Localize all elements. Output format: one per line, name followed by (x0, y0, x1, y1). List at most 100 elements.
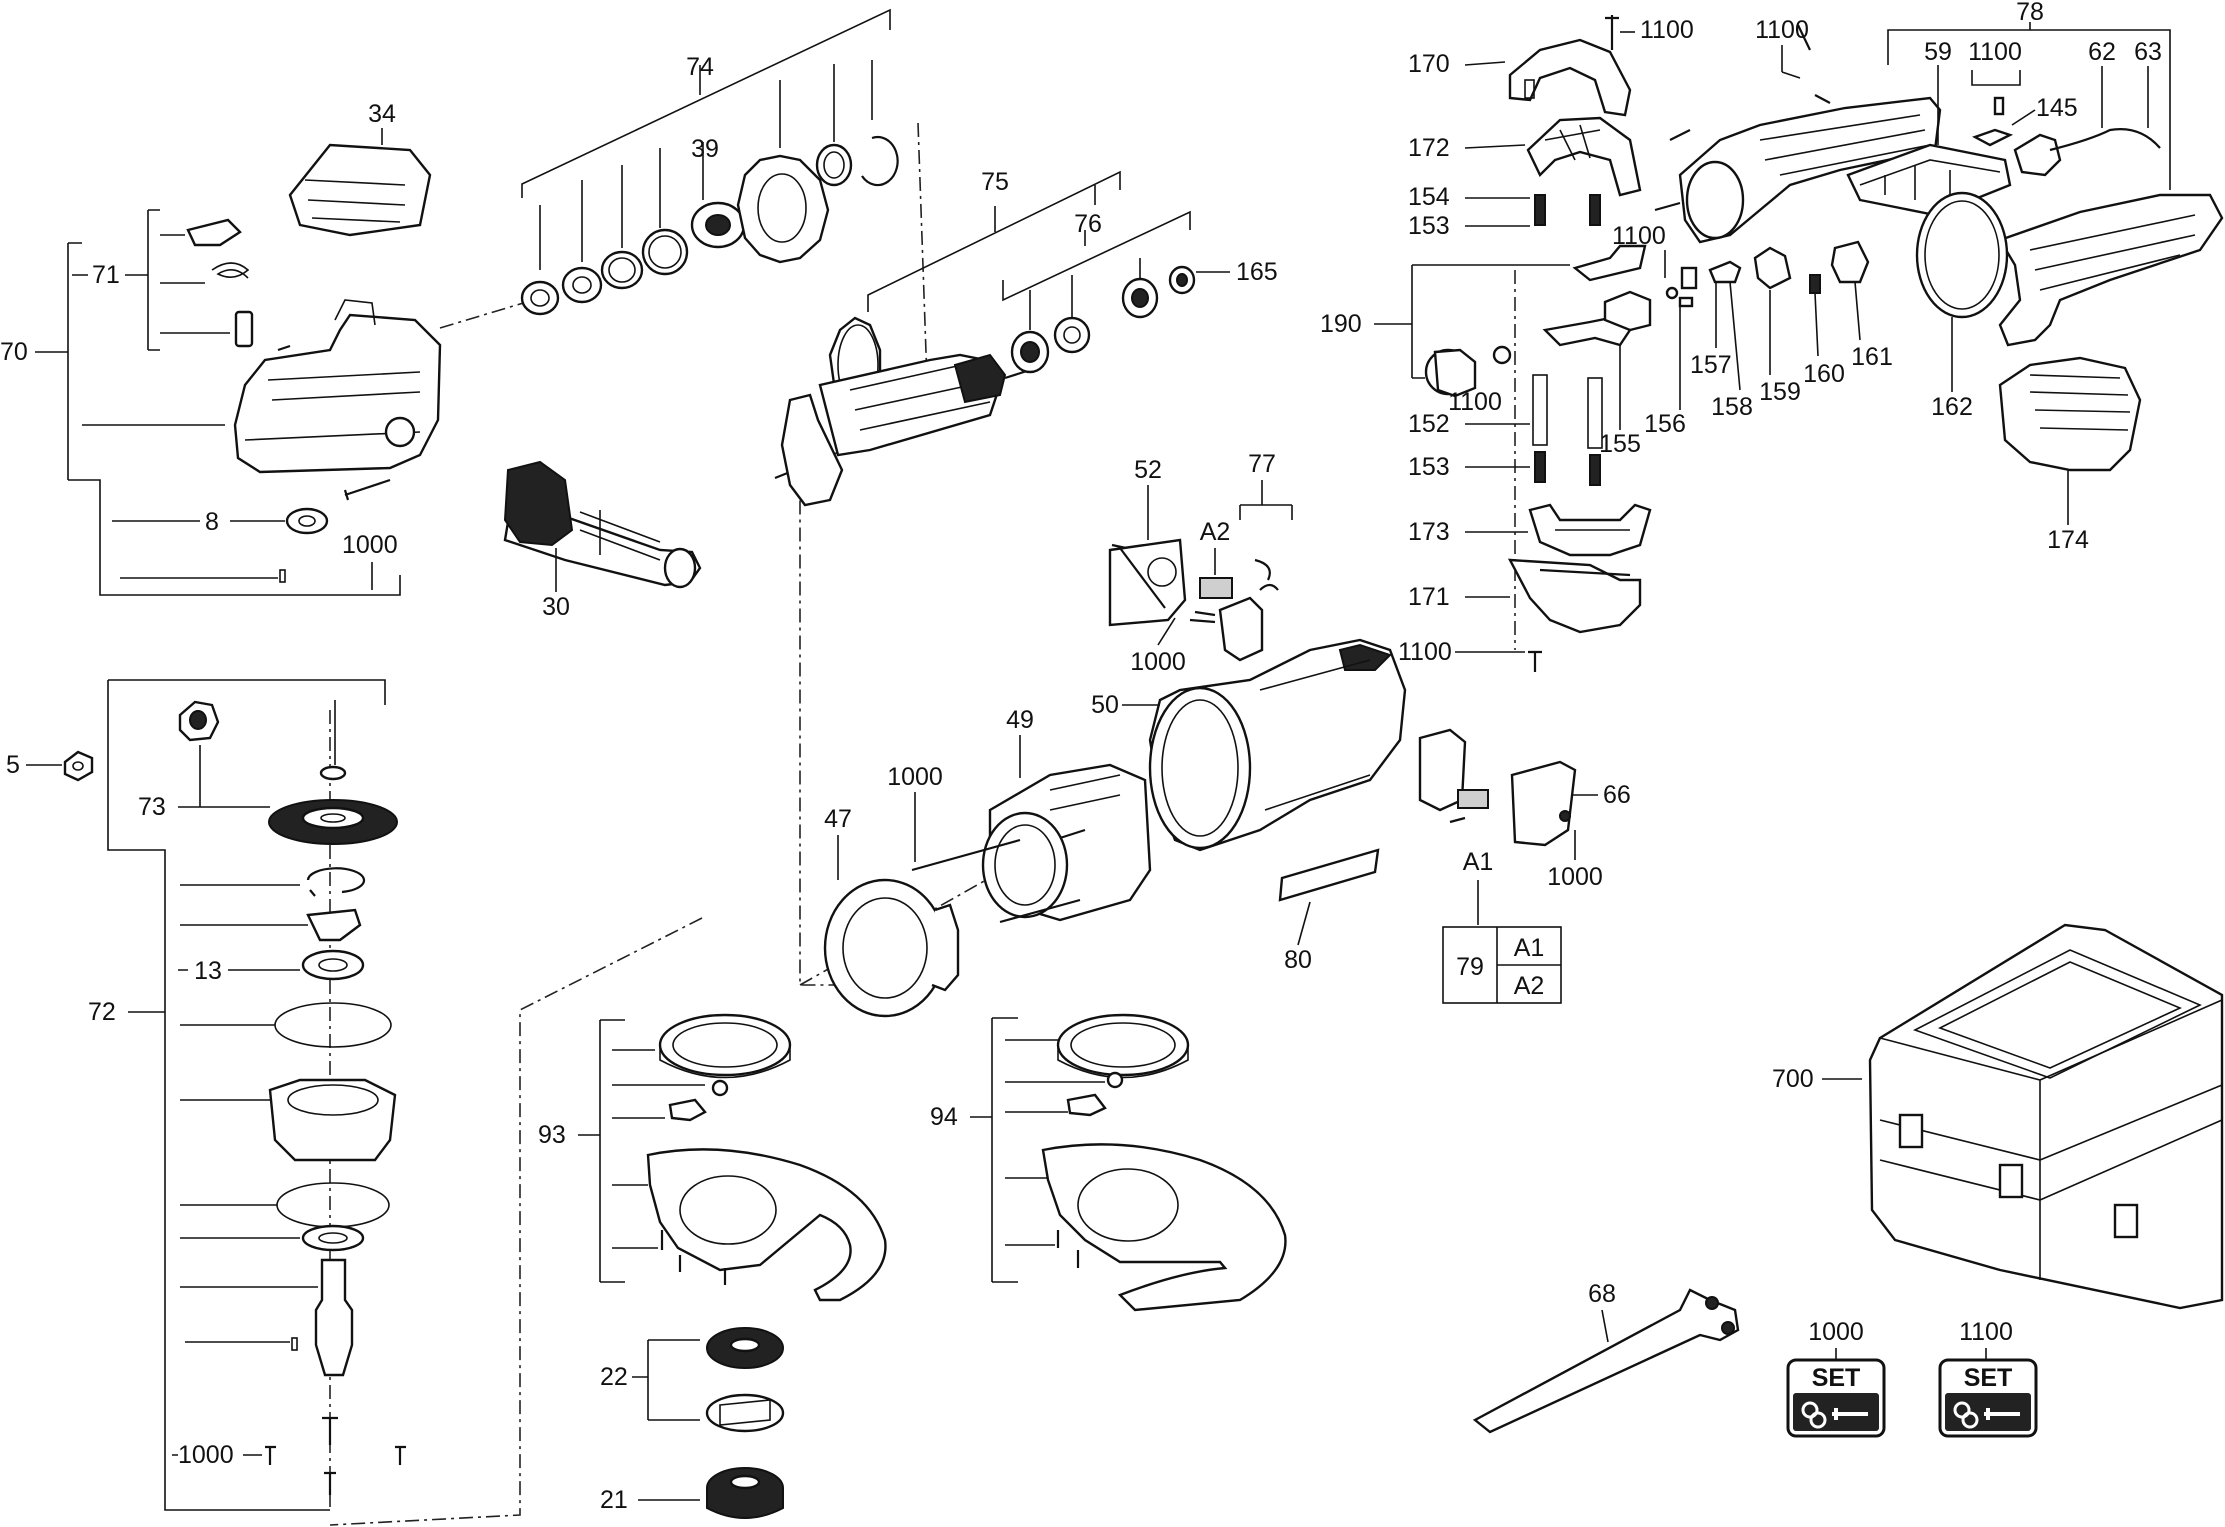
part-94-guard (1041, 1013, 1287, 1312)
part-172-cap (1526, 116, 1642, 197)
part-73-bevel-gear (268, 765, 398, 845)
label-A1: A1 (1463, 848, 1494, 876)
part-30-side-handle: 30 (503, 460, 702, 621)
label-159: 159 (1759, 378, 1801, 406)
part-70-gear-housing (233, 299, 442, 474)
part-47-baffle (823, 878, 960, 1018)
label-174: 174 (2047, 526, 2089, 554)
label-173: 173 (1408, 518, 1450, 546)
label-1100-b: 1100 (1755, 16, 1809, 44)
label-94: 94 (930, 1103, 958, 1131)
label-49: 49 (1006, 706, 1034, 734)
label-162: 162 (1931, 393, 1973, 421)
screws-1000-lower (265, 1416, 406, 1495)
callouts-22-21: 22 21 (600, 1339, 700, 1514)
part-22-flanges (705, 1327, 785, 1433)
part-75-armature (774, 316, 1031, 507)
part-79-brush-set-box: 79 A1 A2 (1442, 926, 1562, 1004)
label-8: 8 (205, 508, 219, 536)
label-1100-a: 1100 (1640, 16, 1694, 44)
label-77: 77 (1248, 450, 1276, 478)
label-161: 161 (1851, 343, 1893, 371)
part-52-brush-plate (1108, 538, 1187, 627)
part-50-motor-housing (1148, 638, 1407, 852)
label-21: 21 (600, 1486, 628, 1514)
callouts-74: 74 39 (521, 8, 891, 270)
part-21-nut (706, 1467, 784, 1519)
label-34: 34 (368, 100, 396, 128)
label-74: 74 (686, 53, 714, 81)
label-70: 70 (0, 338, 28, 366)
label-A2-box: A2 (1514, 972, 1545, 1000)
screws-1000-center (911, 618, 1216, 924)
label-700: 700 (1772, 1065, 1814, 1093)
part-62-cable-protector (2013, 128, 2161, 177)
label-5: 5 (6, 751, 20, 779)
label-13: 13 (194, 957, 222, 985)
set-1100-icon: 1100 SET (1938, 1318, 2038, 1438)
part-68-spanner: 68 (1472, 1280, 1740, 1434)
label-1100-f: 1100 (1398, 638, 1452, 666)
callouts-left-lower: 5 73 13 72 1000 (6, 679, 386, 1511)
label-145: 145 (2036, 94, 2078, 122)
label-62: 62 (2088, 38, 2116, 66)
label-152: 152 (1408, 410, 1450, 438)
label-157: 157 (1690, 351, 1732, 379)
callouts-700: 700 (1772, 1065, 1862, 1093)
label-1100-e: 1100 (1448, 388, 1502, 416)
label-1000-c: 1000 (887, 763, 943, 791)
part-66-brush-card-right (1418, 728, 1577, 847)
part-34-cover (288, 143, 432, 237)
label-1000-set: 1000 (1808, 1318, 1864, 1346)
label-1100-c: 1100 (1968, 38, 2022, 66)
label-165: 165 (1236, 258, 1278, 286)
label-73: 73 (138, 793, 166, 821)
label-71: 71 (92, 261, 120, 289)
label-190: 190 (1320, 310, 1362, 338)
part-170-cap (1508, 38, 1632, 117)
parts-155-161-switch-internals (1665, 240, 1870, 308)
screws-1000-upper (277, 344, 391, 583)
label-68: 68 (1588, 1280, 1616, 1308)
callouts-guards: 93 94 (538, 1017, 1105, 1283)
part-190-brush-group (1424, 244, 1652, 398)
label-1000-b: 1000 (1130, 648, 1186, 676)
label-154: 154 (1408, 183, 1450, 211)
parts-152-154-springs (1532, 194, 1603, 486)
part-174-grip (1998, 356, 2142, 472)
label-171: 171 (1408, 583, 1450, 611)
label-160: 160 (1803, 360, 1845, 388)
label-A1-box: A1 (1514, 934, 1545, 962)
label-170: 170 (1408, 50, 1450, 78)
label-47: 47 (824, 805, 852, 833)
part-71-switch-group (186, 218, 254, 348)
label-52: 52 (1134, 456, 1162, 484)
part-700-carry-case (1868, 923, 2224, 1310)
label-30: 30 (542, 593, 570, 621)
label-1000-a: 1000 (342, 531, 398, 559)
callouts-right-top: 170 1100 1100 78 59 1100 62 63 145 172 1… (1320, 0, 2171, 666)
part-162-ring (1915, 191, 2009, 319)
part-145-clamp (1972, 96, 2014, 147)
part-78-handle-half (1654, 94, 1942, 244)
parts-77-a2-brush-holder (1194, 558, 1279, 662)
parts-76-bearings (1010, 265, 1196, 374)
label-63: 63 (2134, 38, 2162, 66)
label-78: 78 (2016, 0, 2044, 26)
screws-1100 (1528, 15, 1811, 672)
part-5-nut (63, 750, 94, 782)
callouts-center: 52 77 A2 1000 50 49 1000 47 66 1000 A1 8… (824, 450, 1631, 974)
label-1000-e: 1000 (178, 1441, 234, 1469)
label-156: 156 (1644, 410, 1686, 438)
part-rear-handle-cover (1998, 193, 2224, 347)
label-1100-d: 1100 (1612, 222, 1666, 250)
label-93: 93 (538, 1121, 566, 1149)
set-1100-text: SET (1964, 1364, 2013, 1392)
label-66: 66 (1603, 781, 1631, 809)
label-79: 79 (1456, 953, 1484, 981)
part-8-bearing (285, 507, 329, 535)
set-1000-icon: 1000 SET (1786, 1318, 1886, 1438)
part-49-stator (981, 763, 1152, 922)
label-153-b: 153 (1408, 453, 1450, 481)
